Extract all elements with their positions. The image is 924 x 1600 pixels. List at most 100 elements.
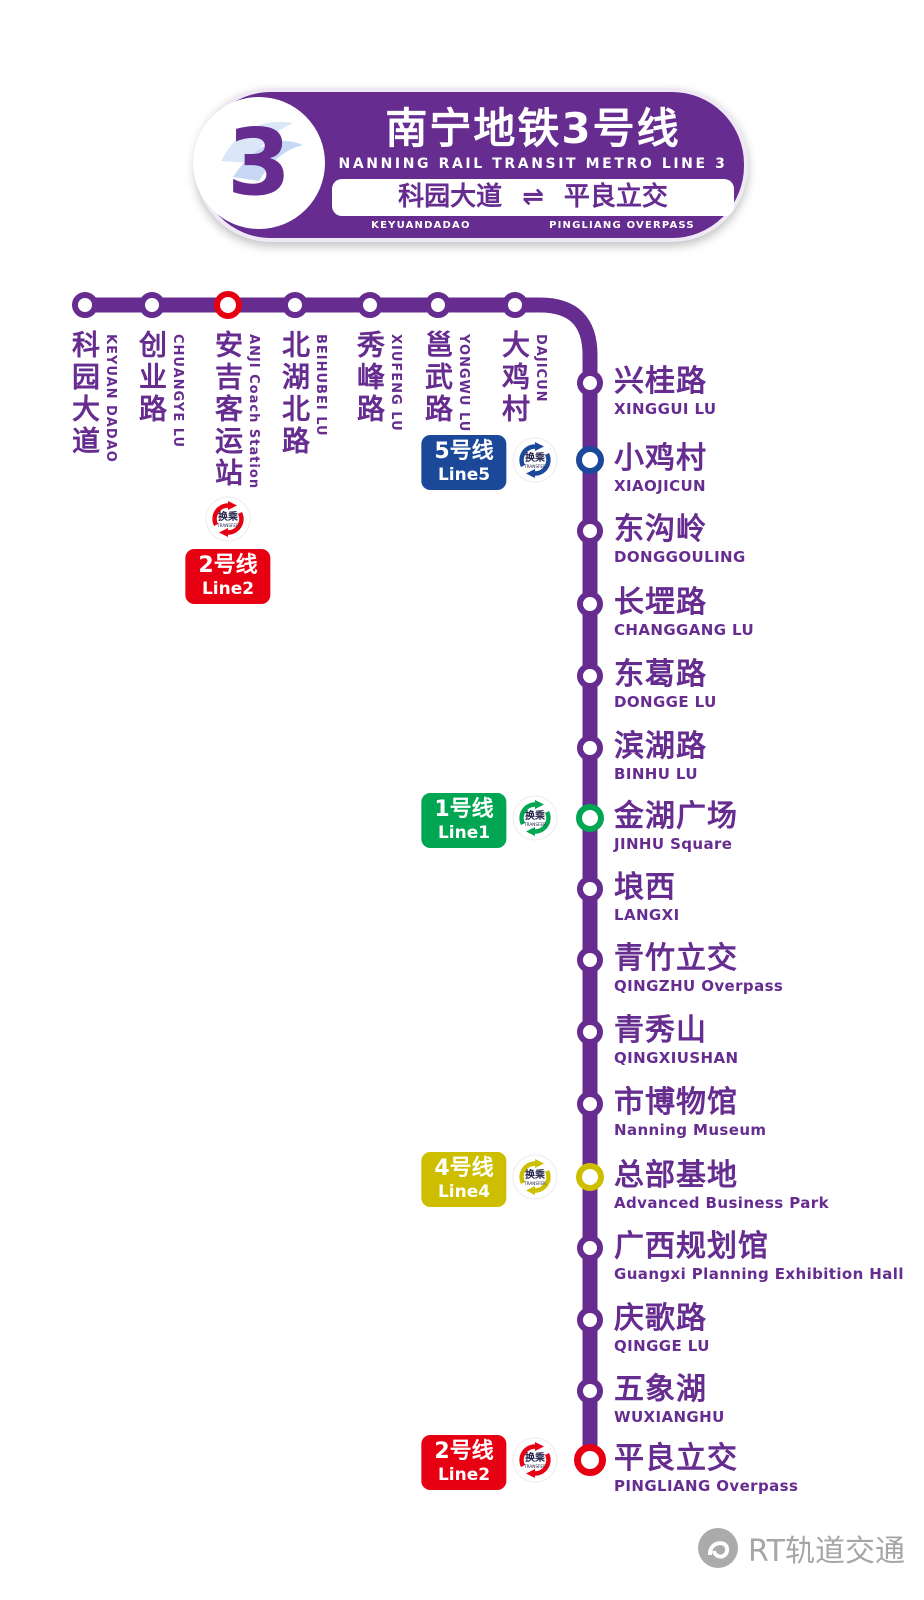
svg-text:TRANSFER: TRANSFER	[523, 1464, 546, 1469]
svg-text:换乘: 换乘	[525, 809, 546, 822]
svg-text:TRANSFER: TRANSFER	[523, 822, 546, 827]
line2-badge: 2号线 Line2	[421, 1435, 507, 1490]
station-name-cn: 庆歌路	[614, 1301, 707, 1336]
station-label: 秀峰路 XIUFENG LU	[353, 330, 403, 432]
station-dot	[577, 1235, 603, 1261]
badge-label-en: Line2	[201, 579, 255, 599]
station-name-en: JINHU Square	[614, 835, 733, 853]
station-name-en: ANJI Coach Station	[246, 334, 261, 490]
station-label: 市博物馆 Nanning Museum	[614, 1086, 766, 1140]
station-dot	[425, 292, 451, 318]
station-name-cn: 小鸡村	[614, 441, 707, 476]
station-dot	[577, 1019, 603, 1045]
station-name-cn: 科园大道	[68, 330, 101, 458]
station-name-cn: 五象湖	[614, 1372, 707, 1407]
station-name-cn: 创业路	[135, 330, 168, 426]
station-name-cn: 秀峰路	[353, 330, 386, 426]
station-dot-transfer	[576, 446, 604, 474]
route-terminus-left: 科园大道	[398, 182, 503, 212]
station-name-cn: 东沟岭	[614, 512, 707, 547]
station-label: 科园大道 KEYUAN DADAO	[68, 330, 118, 463]
map-title: 南宁地铁3号线	[385, 104, 681, 153]
badge-label-en: Line4	[437, 1182, 491, 1202]
station-label: 长堽路 CHANGGANG LU	[614, 585, 754, 640]
station-name-en: Guangxi Planning Exhibition Hall	[614, 1265, 904, 1283]
station-name-en: KEYUAN DADAO	[103, 334, 118, 463]
route-terminus-right: 平良立交	[563, 182, 668, 212]
route-terminus-right-en: PINGLIANG OVERPASS	[549, 220, 695, 231]
station-label: 广西规划馆 Guangxi Planning Exhibition Hall	[614, 1229, 904, 1284]
station-dot-transfer	[214, 291, 242, 319]
station-name-en: QINGXIUSHAN	[614, 1049, 739, 1067]
badge-label-cn: 1号线	[434, 797, 494, 822]
station-dot	[577, 1378, 603, 1404]
station-label: 兴桂路 XINGGUI LU	[614, 364, 717, 419]
route-box-en: KEYUANDADAO PINGLIANG OVERPASS	[332, 220, 734, 231]
station-name-cn: 安吉客运站	[211, 330, 244, 490]
line1-badge: 1号线 Line1	[421, 793, 507, 848]
station-label: 东沟岭 DONGGOULING	[614, 512, 746, 567]
route-box: 科园大道 ⇌ 平良立交	[332, 179, 734, 216]
badge-label-cn: 5号线	[434, 439, 494, 464]
station-name-en: XIUFENG LU	[388, 334, 403, 432]
route-terminus-left-en: KEYUANDADAO	[371, 220, 471, 231]
station-name-cn: 广西规划馆	[614, 1229, 769, 1264]
station-name-en: QINGZHU Overpass	[614, 977, 784, 995]
station-name-cn: 兴桂路	[614, 364, 707, 399]
svg-text:TRANSFER: TRANSFER	[523, 464, 546, 469]
svg-text:换乘: 换乘	[218, 510, 239, 523]
station-name-cn: 平良立交	[614, 1441, 738, 1476]
svg-text:换乘: 换乘	[525, 451, 546, 464]
station-dot	[577, 876, 603, 902]
line5-badge: 5号线 Line5	[421, 435, 507, 490]
badge-label-en: Line5	[437, 465, 491, 485]
station-label: 北湖北路 BEIHUBEI LU	[278, 330, 328, 458]
station-label: 青竹立交 QINGZHU Overpass	[614, 942, 784, 996]
station-dot	[502, 292, 528, 318]
station-name-cn: 东葛路	[614, 657, 707, 692]
svg-text:换乘: 换乘	[525, 1168, 546, 1181]
station-label: 创业路 CHUANGYE LU	[135, 330, 185, 448]
header-banner: 3 南宁地铁3号线 NANNING RAIL TRANSIT METRO LIN…	[193, 88, 748, 242]
station-dot	[577, 1307, 603, 1333]
station-name-en: XIAOJICUN	[614, 477, 707, 495]
station-label: 平良立交 PINGLIANG Overpass	[614, 1441, 798, 1496]
station-name-cn: 金湖广场	[614, 799, 738, 834]
station-label: 小鸡村 XIAOJICUN	[614, 441, 707, 496]
station-dot	[282, 292, 308, 318]
transfer-icon: 换乘 TRANSFER	[512, 795, 558, 841]
station-name-cn: 北湖北路	[278, 330, 311, 458]
transfer-icon: 换乘 TRANSFER	[512, 1154, 558, 1200]
station-label: 庆歌路 QINGGE LU	[614, 1301, 710, 1356]
station-dot	[139, 292, 165, 318]
station-name-en: DAJICUN	[533, 334, 548, 403]
line4-badge: 4号线 Line4	[421, 1152, 507, 1207]
station-name-cn: 长堽路	[614, 585, 707, 620]
station-name-en: LANGXI	[614, 906, 680, 924]
station-name-en: CHUANGYE LU	[170, 334, 185, 449]
station-name-cn: 埌西	[614, 870, 676, 905]
station-name-en: Advanced Business Park	[614, 1194, 829, 1212]
station-label: 安吉客运站 ANJI Coach Station	[211, 330, 261, 490]
transfer-icon: 换乘 TRANSFER	[205, 496, 251, 542]
station-name-en: YONGWU LU	[456, 334, 471, 433]
line2-badge: 2号线 Line2	[185, 549, 271, 604]
station-dot-transfer	[576, 804, 604, 832]
station-label: 五象湖 WUXIANGHU	[614, 1372, 725, 1427]
station-label: 青秀山 QINGXIUSHAN	[614, 1014, 739, 1068]
station-dot-terminal	[574, 1444, 606, 1476]
badge-label-cn: 2号线	[434, 1439, 494, 1464]
station-name-en: DONGGE LU	[614, 693, 717, 711]
station-label: 总部基地 Advanced Business Park	[614, 1159, 829, 1213]
station-dot	[577, 663, 603, 689]
station-dot	[357, 292, 383, 318]
svg-text:TRANSFER: TRANSFER	[216, 523, 239, 528]
station-name-en: BEIHUBEI LU	[313, 334, 328, 437]
header-text-block: 南宁地铁3号线 NANNING RAIL TRANSIT METRO LINE …	[332, 104, 734, 231]
transfer-icon: 换乘 TRANSFER	[512, 437, 558, 483]
badge-label-cn: 2号线	[198, 553, 258, 578]
station-name-cn: 邕武路	[421, 330, 454, 426]
badge-label-cn: 4号线	[434, 1156, 494, 1181]
